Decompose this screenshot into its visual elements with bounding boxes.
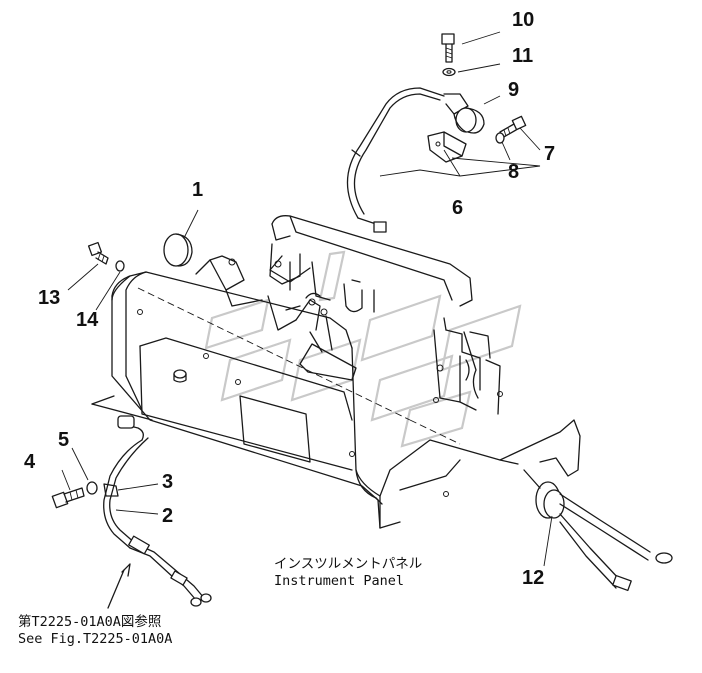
part-7-screw	[499, 115, 527, 139]
part-11-washer	[442, 67, 456, 77]
part-14-washer	[115, 260, 125, 272]
callout-10: 10	[512, 9, 535, 31]
leader-lines	[61, 31, 553, 567]
watermark-logo	[204, 250, 522, 448]
callout-14: 14	[76, 309, 99, 331]
callout-4: 4	[24, 451, 36, 473]
callout-13: 13	[38, 287, 61, 309]
part-6-bracket	[427, 131, 467, 163]
part-1-cap	[163, 233, 193, 267]
reference-note: 第T2225-01A0A図参照 See Fig.T2225-01A0A	[18, 614, 172, 648]
callout-8: 8	[508, 161, 520, 183]
part-13-bolt	[87, 241, 109, 265]
callout-11: 11	[512, 45, 534, 67]
part-4-bolt	[51, 487, 85, 509]
callout-2: 2	[162, 505, 174, 527]
callout-5: 5	[58, 429, 70, 451]
part-3-clip	[103, 483, 119, 497]
part-2-harness	[103, 415, 212, 607]
panel-label-english: Instrument Panel	[274, 572, 405, 589]
callout-7: 7	[544, 143, 556, 165]
part-12-harness	[523, 469, 673, 592]
reference-note-japanese: 第T2225-01A0A図参照	[18, 614, 162, 630]
part-6-harness-upper	[346, 87, 445, 233]
part-9-switch	[443, 93, 485, 134]
callout-6: 6	[452, 197, 464, 219]
callout-3: 3	[162, 471, 174, 493]
part-5-washer	[86, 481, 98, 495]
back-frame	[195, 215, 501, 415]
part-10-bolt	[441, 33, 455, 63]
reference-arrow	[107, 563, 131, 609]
instrument-panel-body	[91, 271, 581, 529]
callout-9: 9	[508, 79, 520, 101]
callout-1: 1	[192, 179, 204, 201]
callout-12: 12	[522, 567, 545, 589]
part-8-washer	[495, 132, 505, 144]
reference-note-english: See Fig.T2225-01A0A	[18, 630, 173, 647]
panel-label: インスツルメントパネル Instrument Panel	[274, 556, 422, 590]
panel-label-japanese: インスツルメントパネル	[274, 556, 423, 572]
